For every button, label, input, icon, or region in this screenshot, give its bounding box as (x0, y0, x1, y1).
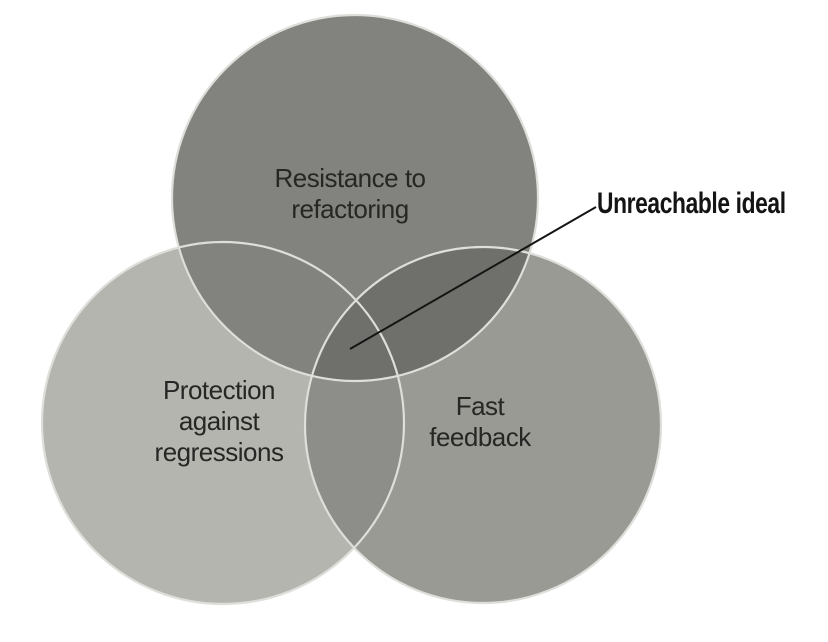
left-circle-label-line-2: against (178, 406, 260, 436)
callout-line (349, 206, 597, 350)
top-right-overlap (305, 247, 538, 381)
right-circle-label-line-2: feedback (429, 422, 531, 452)
top-circle-label-line-1: Resistance to (274, 163, 426, 193)
left-circle-outline (40, 240, 406, 606)
annotation-label: Unreachable ideal (597, 187, 786, 220)
top-circle-label: Resistance to refactoring (274, 163, 426, 225)
top-circle-label-line-2: refactoring (291, 194, 409, 224)
right-circle-label: Fast feedback (429, 391, 531, 453)
right-circle-outline (303, 245, 663, 605)
top-circle-outline (170, 13, 540, 383)
left-circle-label-line-1: Protection (162, 375, 276, 405)
left-circle-label-line-3: regressions (154, 437, 284, 467)
right-circle-label-line-1: Fast (455, 391, 505, 421)
left-circle-label: Protection against regressions (155, 375, 284, 468)
